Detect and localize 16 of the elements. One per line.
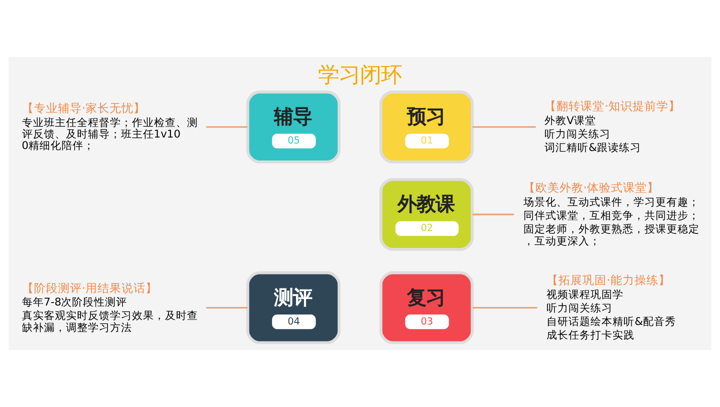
node-text: 【欧美外教·体验式课堂】 场景化、互动式课件，学习更有趣； 同伴式课堂，互相竞争，共同进步； 固定老师，外教更熟悉，授课更稳定，互动更深入； [523, 180, 700, 248]
connector [206, 126, 248, 128]
node-box: 复习 03 [379, 271, 474, 344]
connector [472, 214, 514, 216]
connector [472, 306, 538, 308]
diagram-title: 学习闭环 [318, 62, 402, 88]
node-text: 【拓展巩固·能力操练】 视频课程巩固学 听力闯关练习 自研话题绘本精听&配音秀 成长任务打卡实践 [546, 273, 676, 342]
connector [472, 126, 536, 128]
node-text: 【翻转课堂·知识提前学】 外教V课堂 听力闯关练习 词汇精听&跟读练习 [544, 99, 680, 154]
node-box: 预习 01 [379, 90, 474, 164]
node-box: 测评 04 [246, 271, 341, 344]
connector [206, 306, 248, 308]
node-text: 【专业辅导·家长无忧】 专业班主任全程督学；作业检查、测评反馈、及时辅导；班主任1v100精细化陪伴； [22, 101, 198, 152]
node-box: 辅导 05 [246, 90, 341, 164]
node-text: 【阶段测评·用结果说话】 每年7-8次阶段性测评 真实客观实时反馈学习效果，及时查缺补漏，调整学习方法 [22, 280, 198, 334]
node-box: 外教课 02 [379, 178, 474, 251]
